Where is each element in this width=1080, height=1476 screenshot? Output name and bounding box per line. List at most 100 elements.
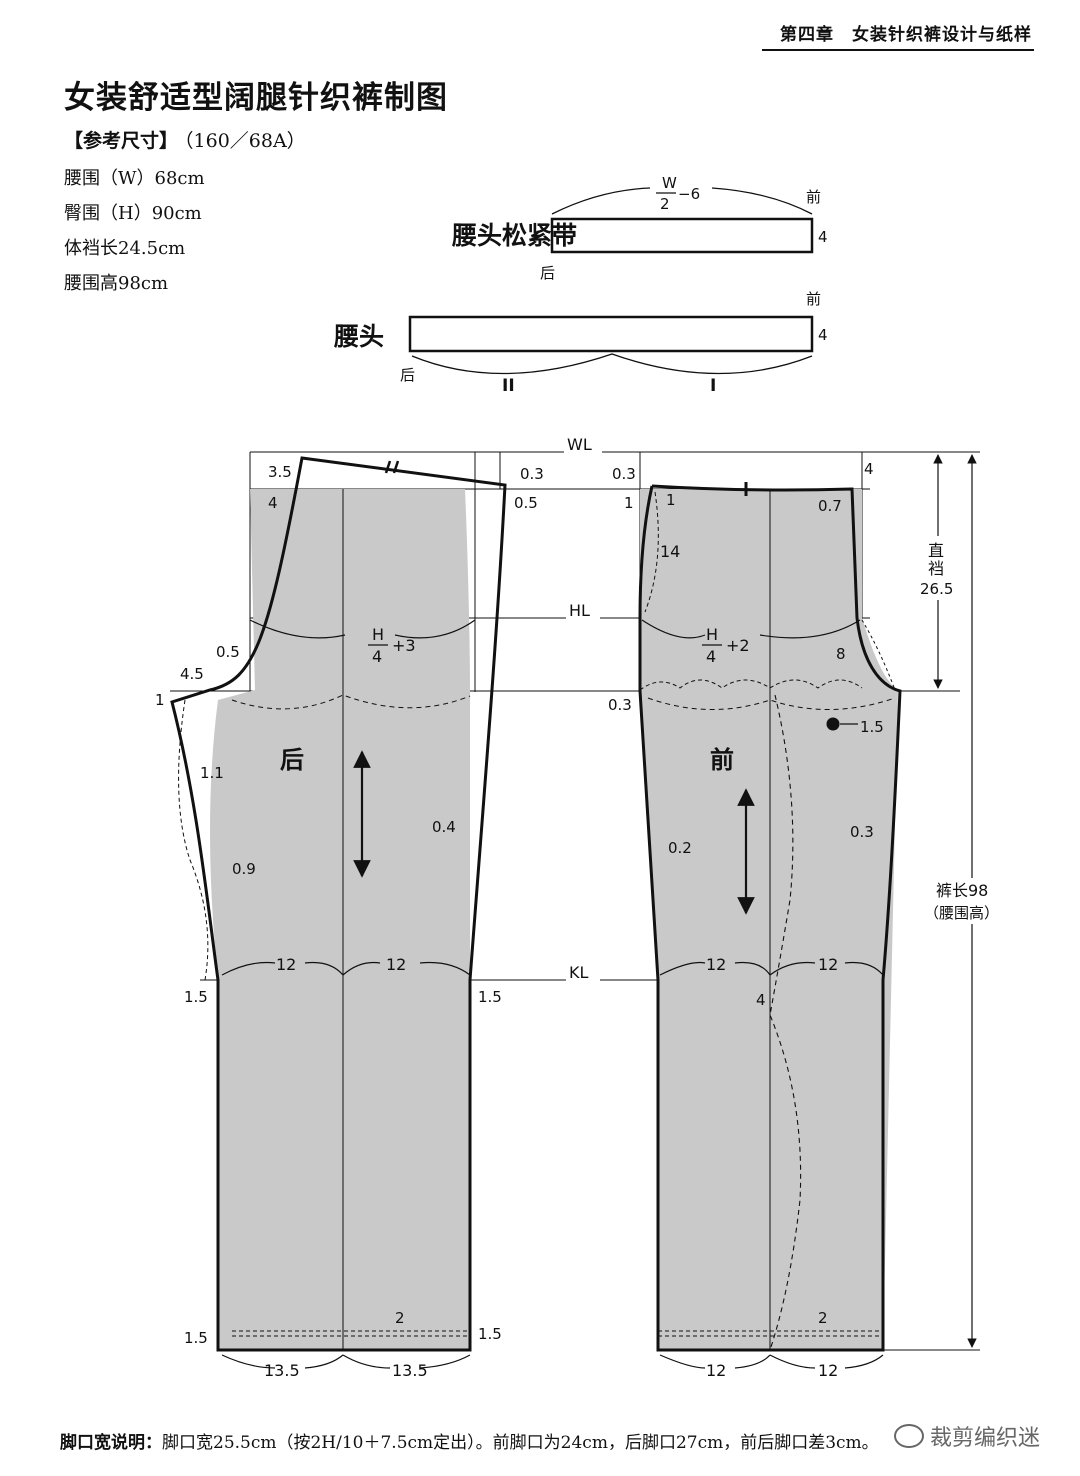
- front-fly-dashed: [644, 491, 659, 613]
- waistband-mark-back: II: [502, 376, 515, 396]
- reference-heading: 【参考尺寸】（160／68A）: [64, 126, 306, 153]
- hl-label-bg: [566, 600, 600, 620]
- front-dim-inseam: 0.2: [668, 839, 692, 857]
- back-dim-hem-allow: 2: [395, 1309, 405, 1327]
- chat-bubble-icon: [893, 1424, 924, 1448]
- back-dim-hem-left: 13.5: [264, 1361, 300, 1380]
- front-dim-fly-top: 1: [666, 491, 676, 509]
- waistband-rect: [408, 315, 814, 353]
- waistband-label: 腰头: [333, 322, 384, 351]
- front-knee-arcs: [659, 961, 884, 976]
- back-inseam-curve-guide: [178, 699, 209, 981]
- front-dim-waist-side-in: 0.7: [818, 497, 842, 515]
- reference-size: （160／68A）: [184, 130, 306, 152]
- front-hem-arcs: [659, 1354, 884, 1369]
- back-dim-outseam: 0.4: [432, 818, 456, 836]
- front-pleat-dashed: [639, 679, 863, 691]
- back-dim-knee-out: 1.5: [478, 988, 502, 1006]
- footer-note: 脚口宽说明：脚口宽25.5cm（按2H/10＋7.5cm定出）。前脚口为24cm…: [60, 1428, 879, 1453]
- back-hip-rest: +3: [392, 636, 416, 655]
- elastic-band-label: 腰头松紧带: [451, 221, 577, 250]
- back-dim-hem-in: 1.5: [184, 1329, 208, 1347]
- waistband-dimension-arc: [411, 353, 813, 375]
- line-labels: WL HL KL: [564, 434, 602, 982]
- reference-hip: 臀围（H）90cm: [64, 203, 202, 224]
- reference-waist-height: 腰围高98cm: [64, 273, 169, 294]
- back-pocket-dashed: [231, 694, 471, 710]
- back-dim-hem-right: 13.5: [392, 1361, 428, 1380]
- reference-heading-label: 【参考尺寸】: [64, 130, 179, 152]
- front-dim-outseam: 0.3: [850, 823, 874, 841]
- back-dim-waist-drop: 4: [268, 494, 278, 512]
- waistband-diagram: 腰头 前 后 4 II I: [333, 290, 828, 396]
- front-dim-knee-left: 12: [706, 955, 726, 974]
- back-dim-crotch-curve: 0.5: [216, 643, 240, 661]
- kl-label-bg: [566, 962, 600, 982]
- elastic-width-label: 4: [818, 228, 828, 246]
- back-dim-waist-raise: 3.5: [268, 463, 292, 481]
- front-hip-den: 4: [706, 647, 716, 666]
- length-sub: （腰围高）: [924, 904, 999, 922]
- rise-value: 26.5: [920, 580, 953, 598]
- front-dim-hem-left: 12: [706, 1361, 726, 1380]
- front-crease-curve: [769, 694, 802, 1351]
- back-knee-arcs: [221, 961, 471, 976]
- back-dim-knee-in: 1.5: [184, 988, 208, 1006]
- elastic-formula-rest: −6: [678, 185, 700, 203]
- front-fabric-fill: [640, 489, 898, 1350]
- footer-label: 脚口宽说明：: [60, 1433, 162, 1453]
- front-hip-arc: [641, 619, 861, 639]
- front-dim-crotch-curve: 8: [836, 645, 846, 663]
- page-title: 女装舒适型阔腿针织裤制图: [64, 80, 448, 116]
- back-hip-num: H: [372, 625, 384, 644]
- watermark-text: 裁剪编织迷: [929, 1426, 1040, 1451]
- back-fabric-fill: [210, 489, 471, 1350]
- front-hip-rest: +2: [726, 636, 750, 655]
- waistband-front-label: 前: [806, 290, 821, 308]
- front-outline: [638, 484, 902, 1352]
- reference-rise: 体裆长24.5cm: [64, 238, 186, 259]
- front-crotch-guide: [861, 619, 896, 691]
- back-hip-arc: [249, 619, 476, 639]
- front-piece-label: 前: [710, 746, 734, 774]
- elastic-back-label: 后: [540, 264, 555, 282]
- wl-label: WL: [567, 435, 592, 454]
- rise-label-2: 裆: [928, 559, 944, 578]
- back-hem-arcs: [221, 1354, 471, 1369]
- vertical-measures: 直 裆 26.5 裤长98 （腰围高）: [883, 454, 1020, 1351]
- back-notch-mark: [384, 460, 400, 474]
- front-pocket-dashed: [647, 697, 896, 710]
- front-dim-knee-right: 12: [818, 955, 838, 974]
- elastic-formula-num: W: [662, 174, 677, 192]
- back-dim-hem-out: 1.5: [478, 1325, 502, 1343]
- rise-label-bg: [918, 536, 960, 600]
- front-dim-waist-drop-center: 1: [624, 494, 634, 512]
- front-dim-waist-center: 0.3: [612, 465, 636, 483]
- wl-label-bg: [564, 434, 602, 454]
- front-dim-knee-crease: 4: [756, 991, 766, 1009]
- header-rule: [762, 49, 1034, 51]
- waistband-mark-front: I: [710, 376, 716, 396]
- back-hip-den: 4: [372, 647, 382, 666]
- rise-label-1: 直: [928, 541, 944, 560]
- front-dim-crotch-drop: 0.3: [608, 696, 632, 714]
- back-dim-knee-left: 12: [276, 955, 296, 974]
- back-piece: 后 H 4 +3 3.5 0.3 0.5 4 0.5 4.5 1 1.1 0.9…: [155, 456, 544, 1380]
- elastic-front-label: 前: [806, 188, 821, 206]
- back-dim-inseam-1: 1.1: [200, 764, 224, 782]
- front-dim-waist-side-ext: 4: [864, 460, 874, 478]
- front-dim-fly-length: 14: [660, 542, 680, 561]
- back-dim-waist-side-in: 0.5: [514, 494, 538, 512]
- elastic-band-diagram: 腰头松紧带 W 2 −6 前 后 4: [451, 174, 828, 282]
- waistband-width-label: 4: [818, 326, 828, 344]
- back-outline: [170, 456, 507, 1352]
- hl-label: HL: [569, 601, 590, 620]
- back-dim-knee-right: 12: [386, 955, 406, 974]
- watermark: 裁剪编织迷: [889, 1420, 1044, 1452]
- front-dim-pocket: 1.5: [860, 718, 884, 736]
- elastic-band-rect: [550, 217, 814, 254]
- back-dim-crotch-drop: 1: [155, 691, 165, 709]
- elastic-formula-den: 2: [660, 195, 670, 213]
- back-dim-crotch-ext: 4.5: [180, 665, 204, 683]
- length-label: 裤长98: [936, 881, 988, 900]
